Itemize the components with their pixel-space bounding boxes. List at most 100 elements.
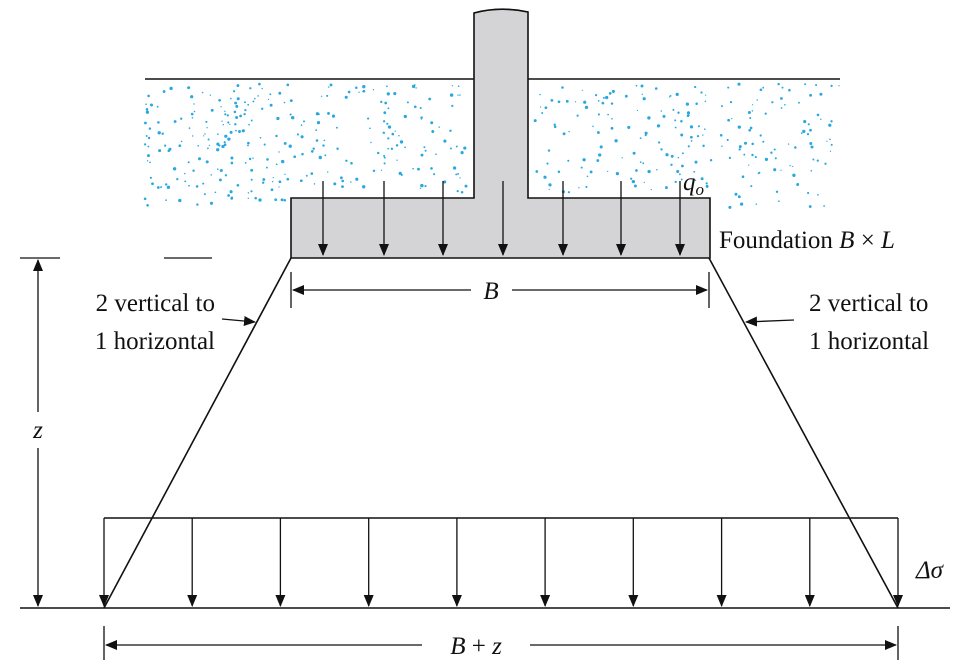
soil-dot (777, 82, 780, 86)
soil-dot (709, 159, 713, 162)
soil-dot (672, 108, 675, 111)
soil-dot (261, 87, 263, 90)
soil-dot (173, 120, 177, 123)
soil-dot (347, 90, 351, 94)
soil-dot (737, 125, 741, 129)
soil-dot (456, 190, 459, 193)
soil-dot (234, 101, 238, 105)
soil-dot (727, 118, 730, 122)
soil-dot (216, 148, 220, 152)
soil-dot (597, 100, 600, 102)
soil-dot (221, 144, 225, 149)
soil-dot (696, 135, 700, 138)
soil-dot (271, 180, 274, 183)
soil-dot (272, 176, 274, 179)
soil-dot (144, 143, 147, 146)
soil-dot (614, 139, 618, 143)
soil-dot (695, 102, 698, 105)
soil-dot (147, 154, 150, 158)
soil-dot (739, 202, 744, 206)
soil-dot (284, 173, 286, 176)
soil-dot (145, 110, 150, 114)
soil-dot (664, 186, 668, 190)
soil-dot (286, 177, 290, 181)
soil-dot (451, 104, 454, 108)
soil-dot (362, 89, 366, 93)
left-spread-line (103, 257, 292, 609)
soil-dot (229, 190, 233, 194)
soil-dot (829, 138, 831, 141)
soil-dot (773, 148, 776, 151)
soil-dot (420, 153, 424, 157)
soil-dot (781, 86, 784, 89)
soil-dot (611, 118, 613, 120)
soil-dot (574, 101, 577, 103)
soil-dot (583, 100, 587, 104)
soil-dot (752, 104, 754, 106)
soil-dot (457, 85, 460, 88)
soil-dot (449, 147, 452, 150)
soil-dot (677, 111, 680, 114)
soil-dot (642, 97, 646, 101)
soil-dot (372, 169, 376, 173)
soil-dot (387, 125, 392, 129)
soil-dot (807, 123, 810, 126)
soil-dot (207, 138, 210, 141)
soil-dot (313, 183, 316, 185)
soil-dot (680, 120, 683, 123)
soil-dot (161, 132, 164, 135)
soil-dot (541, 112, 544, 114)
soil-dot (435, 153, 437, 155)
svg-text:1 horizontal: 1 horizontal (809, 328, 929, 355)
soil-dot (611, 89, 615, 93)
soil-dot (143, 197, 147, 201)
soil-dot (248, 157, 252, 161)
soil-dot (270, 188, 274, 192)
soil-dot (233, 90, 236, 93)
soil-dot (686, 111, 691, 115)
soil-dot (266, 158, 269, 161)
soil-dot (669, 94, 672, 97)
soil-dot (815, 83, 818, 87)
soil-dot (557, 100, 561, 104)
soil-dot (443, 180, 447, 184)
soil-dot (274, 198, 278, 202)
soil-dot (688, 114, 690, 117)
soil-dot (167, 149, 171, 152)
soil-dot (191, 135, 194, 137)
soil-dot (144, 121, 147, 125)
left-slope-callout: 2 vertical to 1 horizontal (95, 290, 256, 355)
soil-dot (770, 151, 773, 154)
soil-dot (165, 199, 167, 201)
soil-dot (582, 158, 586, 162)
soil-dot (362, 85, 366, 89)
soil-dot (597, 113, 600, 116)
soil-dot (460, 190, 464, 194)
soil-dot (315, 112, 320, 116)
soil-dot (149, 161, 151, 164)
soil-dot (178, 144, 182, 148)
soil-dot (719, 133, 723, 137)
soil-dot (756, 99, 758, 101)
soil-dot (431, 130, 435, 133)
soil-dot (326, 94, 329, 97)
soil-dot (403, 114, 407, 119)
soil-dot (241, 129, 245, 133)
soil-dot (420, 183, 424, 188)
soil-dot (635, 84, 638, 87)
soil-dot (749, 126, 753, 130)
soil-dot (350, 161, 353, 165)
soil-dot (641, 93, 643, 95)
soil-dot (816, 159, 819, 162)
soil-dot (252, 157, 254, 159)
soil-dot (331, 114, 336, 118)
soil-dot (809, 128, 812, 132)
soil-dot (568, 130, 570, 133)
soil-dot (820, 118, 822, 121)
soil-dot (700, 177, 704, 181)
soil-dot (562, 132, 566, 136)
soil-dot (647, 116, 651, 120)
soil-dot (702, 144, 705, 148)
soil-dot (149, 103, 154, 107)
soil-dot (216, 142, 220, 146)
